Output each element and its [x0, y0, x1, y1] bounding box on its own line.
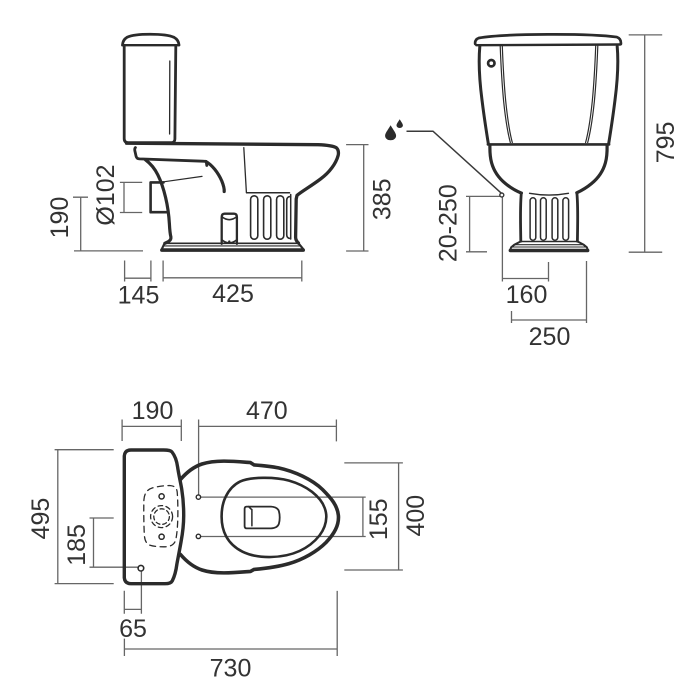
svg-text:495: 495: [27, 498, 55, 540]
svg-text:Ø102: Ø102: [92, 164, 120, 225]
svg-text:730: 730: [210, 655, 252, 683]
svg-text:145: 145: [118, 282, 160, 310]
svg-text:185: 185: [63, 524, 91, 566]
svg-text:470: 470: [246, 397, 288, 425]
svg-text:190: 190: [46, 197, 74, 239]
svg-text:160: 160: [506, 281, 548, 309]
svg-text:385: 385: [369, 178, 397, 220]
svg-text:400: 400: [402, 495, 430, 537]
svg-text:795: 795: [652, 122, 680, 164]
svg-text:65: 65: [119, 615, 147, 643]
svg-text:155: 155: [365, 498, 393, 540]
svg-text:20-250: 20-250: [434, 184, 462, 262]
svg-text:425: 425: [212, 280, 254, 308]
svg-text:190: 190: [132, 397, 174, 425]
svg-text:250: 250: [529, 323, 571, 351]
